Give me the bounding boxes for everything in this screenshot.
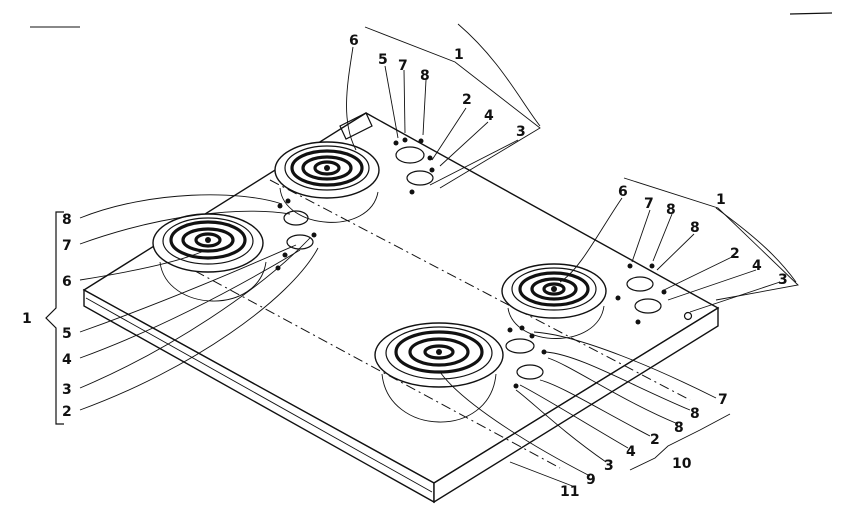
receptacle bbox=[505, 338, 535, 354]
cooktop-panel bbox=[82, 112, 720, 504]
burner-rim bbox=[162, 217, 254, 265]
terminal-block-right bbox=[615, 263, 693, 325]
center-line bbox=[269, 179, 691, 401]
coil-center bbox=[551, 286, 557, 292]
coil-center bbox=[205, 237, 211, 243]
coil-center bbox=[324, 165, 330, 171]
callout-bottom-3: 3 bbox=[604, 458, 614, 474]
receptacle bbox=[286, 234, 314, 250]
callout-bottom-11: 11 bbox=[560, 484, 579, 500]
center-line bbox=[159, 251, 561, 469]
terminal-block-left bbox=[275, 198, 317, 271]
callout-left-6: 6 bbox=[62, 274, 72, 290]
callout-right-8a: 8 bbox=[666, 202, 676, 218]
burner-right bbox=[501, 263, 607, 339]
callout-left-3: 3 bbox=[62, 382, 72, 398]
callout-left-5: 5 bbox=[62, 326, 72, 342]
heating-coil bbox=[169, 220, 247, 260]
burner-bowl-shadow bbox=[279, 187, 379, 223]
callout-left-4: 4 bbox=[62, 352, 72, 368]
heating-coil bbox=[530, 277, 578, 301]
callout-left-bracket: 1 bbox=[22, 311, 32, 327]
panel-top-surface bbox=[82, 112, 720, 484]
burner-bowl-shadow bbox=[159, 261, 267, 302]
callout-top-5: 5 bbox=[378, 52, 388, 68]
callout-top-7: 7 bbox=[398, 58, 408, 74]
callout-top-6: 6 bbox=[349, 33, 359, 49]
callout-top-8: 8 bbox=[420, 68, 430, 84]
callout-left-7: 7 bbox=[62, 238, 72, 254]
callout-right-4: 4 bbox=[752, 258, 762, 274]
panel-right-edge bbox=[433, 306, 719, 504]
callout-right-7: 7 bbox=[644, 196, 654, 212]
burner-rim bbox=[511, 267, 597, 311]
burner-left bbox=[152, 213, 267, 302]
burner-rim bbox=[385, 326, 493, 380]
scan-mark bbox=[789, 12, 833, 15]
terminal-block-front bbox=[505, 325, 547, 389]
receptacle bbox=[395, 146, 425, 164]
heating-coil bbox=[542, 282, 566, 296]
receptacle bbox=[634, 298, 662, 314]
burner-rim bbox=[284, 145, 370, 191]
group-bracket-bottom bbox=[629, 413, 731, 471]
burner-bowl-shadow bbox=[381, 373, 497, 423]
coil-center bbox=[436, 349, 442, 355]
callout-bottom-2: 2 bbox=[650, 432, 660, 448]
group-bracket-right bbox=[623, 177, 799, 301]
receptacle bbox=[626, 276, 654, 292]
callout-bottom-4: 4 bbox=[626, 444, 636, 460]
callout-top-4: 4 bbox=[484, 108, 494, 124]
burner-front bbox=[374, 322, 504, 423]
heating-coil bbox=[290, 149, 364, 187]
callout-right-2: 2 bbox=[730, 246, 740, 262]
heating-coil bbox=[313, 160, 341, 176]
heating-coil bbox=[301, 155, 353, 181]
heating-coil bbox=[394, 330, 484, 374]
callout-bottom-9: 9 bbox=[586, 472, 596, 488]
burner-bowl-shadow bbox=[507, 305, 605, 339]
callout-top-bracket: 1 bbox=[454, 47, 464, 63]
callout-right-8b: 8 bbox=[690, 220, 700, 236]
panel-edge-line bbox=[85, 297, 433, 493]
callout-right-6: 6 bbox=[618, 184, 628, 200]
callout-right-3: 3 bbox=[778, 272, 788, 288]
burner-top-center bbox=[274, 141, 380, 223]
callout-top-3: 3 bbox=[516, 124, 526, 140]
callout-top-2: 2 bbox=[462, 92, 472, 108]
callout-left-2: 2 bbox=[62, 404, 72, 420]
heating-coil bbox=[518, 271, 590, 307]
group-bracket-left bbox=[45, 211, 64, 425]
callout-bottom-7: 7 bbox=[718, 392, 728, 408]
heating-coil bbox=[408, 337, 470, 367]
group-bracket-top bbox=[364, 26, 541, 189]
terminal-block-top bbox=[339, 112, 435, 195]
heating-coil bbox=[423, 344, 455, 360]
callout-bottom-8a: 8 bbox=[690, 406, 700, 422]
callout-bottom-8b: 8 bbox=[674, 420, 684, 436]
leader-lines bbox=[79, 23, 797, 488]
callout-left-8: 8 bbox=[62, 212, 72, 228]
receptacle bbox=[283, 210, 309, 226]
heating-coil bbox=[194, 232, 222, 248]
callout-bottom-10: 10 bbox=[672, 456, 692, 472]
heating-coil bbox=[181, 227, 235, 253]
callout-right-bracket: 1 bbox=[716, 192, 726, 208]
receptacle bbox=[406, 170, 434, 186]
receptacle bbox=[516, 364, 544, 380]
